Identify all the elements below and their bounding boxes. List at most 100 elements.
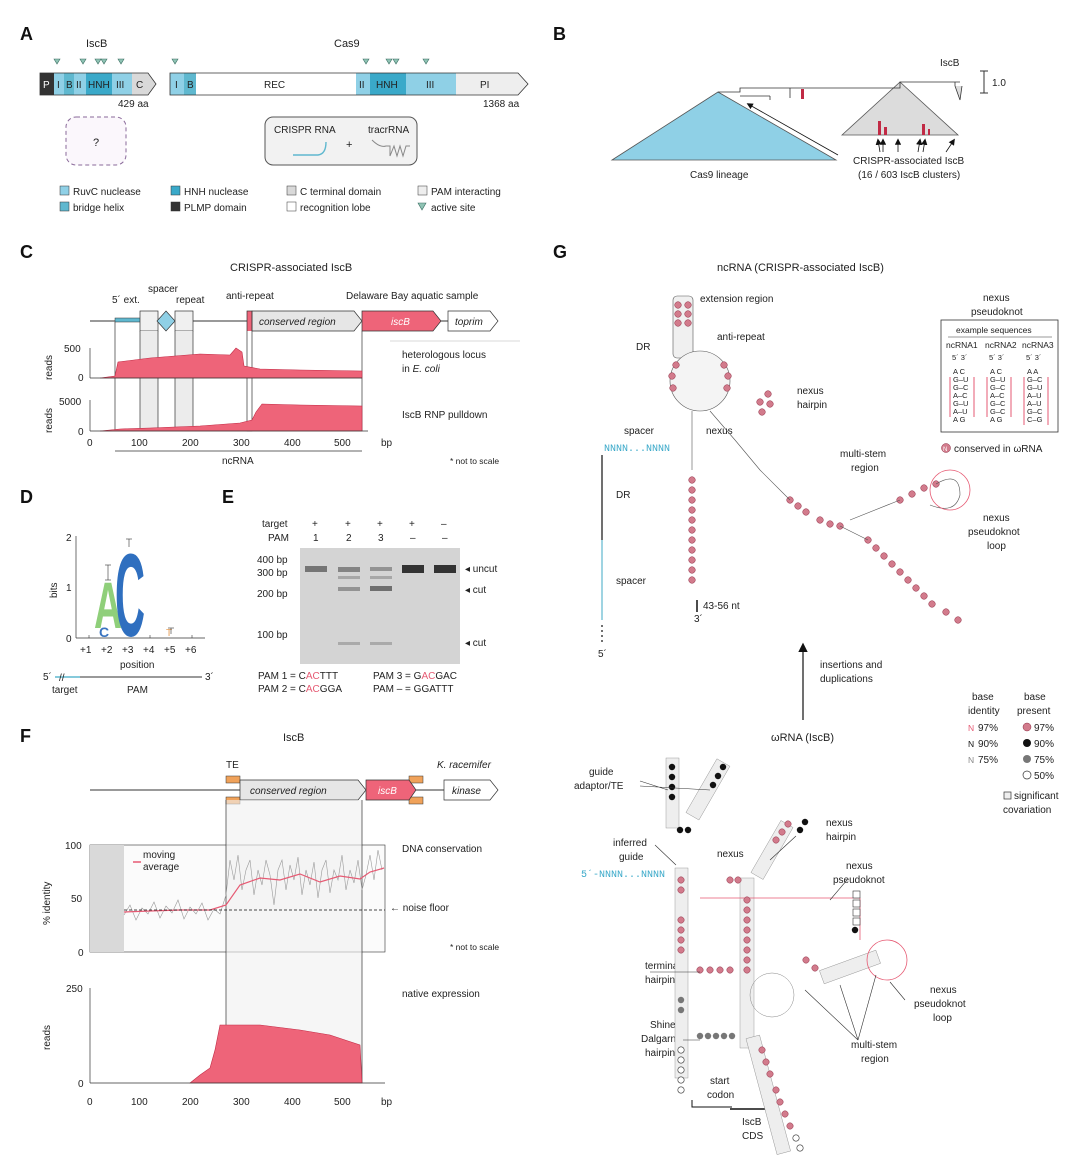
e-pam2-post: GGA [320,684,343,695]
phylo-tree [718,81,963,101]
g-title: ncRNA (CRISPR-associated IscB) [717,262,884,274]
legend-hnh: HNH nuclease [184,187,249,198]
e-cut1-label: ◂ cut [465,585,486,596]
legend-rec: recognition lobe [300,203,371,214]
cas9-domain-hnh: HNH [376,80,398,91]
f-noise-floor-label: ← noise floor [390,903,450,914]
e-pam-sequences: PAM 1 = CACTTT PAM 2 = CACGGA PAM 3 = GA… [258,671,457,695]
c-spacer-label: spacer [148,284,179,295]
f-kinase-box [443,779,499,801]
panel-e-letter: E [222,487,234,507]
g-pk-b-1: nexus [846,861,873,872]
svg-text:A C: A C [990,367,1003,376]
d-3prime: 3´ [205,671,214,683]
svg-text:G–C: G–C [1027,407,1043,416]
g-pk-covariation-bars [949,377,1049,425]
g-sd-2: Dalgarno [641,1034,682,1045]
g-pk-b-2: pseudoknot [833,875,885,886]
unknown-rna-question: ? [93,137,99,149]
tracrrna-glyph [371,139,410,158]
g-spacer-top: spacer [624,426,655,437]
panel-c-title: CRISPR-associated IscB [230,262,352,274]
e-pam3: PAM 3 = GACGAC [373,671,457,682]
g-3prime-top: 3´ [694,613,703,625]
cas9-domain-i: I [175,80,178,91]
cas9-title: Cas9 [334,38,360,50]
e-size-markers: 400 bp 300 bp 200 bp 100 bp [257,555,288,641]
g-nexus-hairpin-b1: nexus [826,818,853,829]
panel-d-letter: D [20,487,33,507]
f-te-label: TE [226,760,239,771]
legend-pi: PAM interacting [431,187,501,198]
g-present-75: 75% [1034,755,1054,766]
f-y-50: 50 [71,894,83,905]
e-target-lane-2: + [345,519,351,530]
d-error-bars [88,538,193,638]
f-x-100: 100 [131,1097,148,1108]
panel-a-letter: A [20,24,33,44]
cas9-lineage-label: Cas9 lineage [690,170,749,181]
f-kinase-label: kinase [452,786,481,797]
legend-active-site: active site [431,203,476,214]
active-site-markers [53,58,430,65]
d-pam-label: PAM [127,685,148,696]
c-ext-label: 5´ ext. [112,294,140,306]
svg-text:A C: A C [953,367,966,376]
svg-text:G–C: G–C [953,383,969,392]
f-moving-label-1: moving [143,850,175,861]
panel-g: G ncRNA (CRISPR-associated IscB) extensi… [553,242,1059,1155]
e-pam1-hl: AC [306,671,320,682]
g-ex-name-2: ncRNA2 [985,340,1017,350]
g-ncrna-structure [668,295,971,624]
d-position-label: position [120,660,154,671]
e-pam2-hl: AC [306,684,320,695]
d-logo-a: A [94,568,122,642]
legend-cterm: C terminal domain [300,187,381,198]
cas9-length: 1368 aa [483,99,520,110]
g-cds-2: CDS [742,1131,763,1142]
c-x-300: 300 [233,438,250,449]
e-lane-header: + + + + – 1 2 3 – – [312,519,448,544]
tree-iscb-label: IscB [940,58,960,69]
iscb-clusters-label: (16 / 603 IscB clusters) [858,170,960,181]
f-y-100: 100 [65,841,82,852]
e-pam-lane-2: 2 [346,533,352,544]
e-pam2: PAM 2 = CACGGA [258,684,342,695]
c-ext-block [114,317,142,323]
g-present-legend: 97% 90% 75% 50% [1022,722,1054,782]
g-conserved-wrna-label: conserved in ωRNA [954,444,1043,455]
svg-text:5´ 3´: 5´ 3´ [952,353,967,362]
g-covariation-swatch [1003,791,1012,800]
c-y2-5000: 5000 [59,397,82,408]
d-y-2: 2 [66,533,72,544]
f-conserved-box [239,779,367,801]
svg-text:G–C: G–C [1027,375,1043,384]
f-x-bp: bp [381,1097,393,1108]
c-ncrna-label: ncRNA [222,456,254,467]
e-target-lane-3: + [377,519,383,530]
g-terminal-1: terminal [645,961,681,972]
plus-sign: + [346,139,352,151]
g-wrna-guide-nnnn: NNNN...NNNN [599,870,665,881]
c-y2-0: 0 [78,427,84,438]
panel-a: A IscB Cas9 P I B II HNH III C 429 aa [20,24,529,214]
f-y2-0: 0 [78,1079,84,1090]
tracrrna-label: tracrRNA [368,125,409,136]
iscb-domain-hnh: HNH [88,80,110,91]
crispr-rna-label: CRISPR RNA [274,125,336,136]
svg-text:G–U: G–U [953,399,968,408]
iscb-domain-c: C [136,80,143,91]
d-logo-c-large: C [115,530,145,662]
f-x-300: 300 [233,1097,250,1108]
g-pk-example-title: example sequences [956,325,1032,335]
panel-b: B IscB 1.0 Cas9 lineage CRISPR-associate… [553,24,1006,181]
iscb-title: IscB [86,38,107,50]
svg-text:G–U: G–U [1027,383,1042,392]
f-organism-label: K. racemifer [437,760,492,771]
g-nexus-hairpin-1: nexus [797,386,824,397]
c-repeat-2 [174,310,194,332]
svg-text:5´ 3´: 5´ 3´ [1026,353,1041,362]
d-x-ticks: +1 +2 +3 +4 +5 +6 [80,645,197,656]
g-pk-loop-1: nexus [983,513,1010,524]
